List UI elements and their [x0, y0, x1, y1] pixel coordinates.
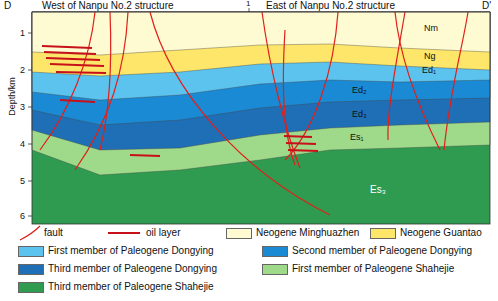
fault-line [75, 12, 128, 170]
section-label: 1 [246, 0, 250, 8]
oil-layer [46, 58, 100, 60]
oil-layers [42, 46, 318, 156]
legend-text: Third member of Paleogene Dongying [48, 264, 217, 274]
fault-line [262, 12, 300, 168]
stratum-label: Ng [424, 52, 436, 61]
stratum [32, 12, 490, 55]
strata [32, 12, 490, 224]
fault-line [285, 12, 338, 160]
legend-text: First member of Paleogene Shahejie [292, 264, 454, 274]
fault-line [100, 12, 111, 150]
faults [40, 12, 468, 215]
oil-layer [50, 64, 104, 66]
tick-label: 5 [20, 177, 25, 186]
axis-title: Depth/km [8, 77, 17, 116]
oil-layer [44, 52, 96, 54]
stratum [32, 12, 490, 175]
legend-swatch [18, 264, 44, 275]
oil-sample [108, 232, 140, 234]
tick-label: 6 [20, 212, 25, 221]
legend-swatch [18, 246, 44, 257]
stratum [32, 12, 490, 150]
legend-swatch [18, 282, 44, 293]
legend-swatch [226, 228, 252, 239]
fault-line [283, 30, 295, 165]
section-frame [32, 12, 490, 224]
legend-swatch [262, 264, 288, 275]
legend-text: Neogene Guantao [400, 228, 482, 238]
fault-line [150, 12, 330, 215]
stratum [32, 12, 490, 224]
stratum-label: Ed₂ [352, 86, 367, 95]
fault-line [444, 12, 468, 150]
stratum-label: Es₃ [370, 185, 386, 195]
stratum-label: Ed₃ [352, 110, 367, 119]
section-label: D' [482, 1, 491, 11]
legend-samples [20, 226, 140, 240]
section-label: West of Nanpu No.2 structure [42, 1, 174, 11]
fault-line [388, 12, 405, 140]
oil-layer [60, 100, 95, 102]
legend-swatch [370, 228, 396, 239]
legend-text: fault [44, 228, 63, 238]
legend-text: Third member of Paleogene Shahejie [48, 282, 214, 292]
oil-layer [130, 155, 160, 156]
section-label: D [4, 1, 11, 11]
stratum [32, 12, 490, 76]
legend-text: Second member of Paleogene Dongying [292, 246, 472, 256]
section-label: East of Nanpu No.2 structure [266, 1, 395, 11]
legend-text: Neogene Minghuazhen [256, 228, 359, 238]
tick-label: 3 [20, 103, 25, 112]
legend-text: First member of Paleogene Dongying [48, 246, 214, 256]
tick-label: 4 [20, 140, 25, 149]
stratum-label: Nm [424, 24, 438, 33]
depth-axis [28, 8, 249, 216]
fault-sample [20, 226, 40, 240]
stratum-label: Es₁ [350, 133, 364, 142]
tick-label: 2 [20, 66, 25, 75]
stratum-label: Ed₁ [422, 66, 436, 75]
legend-text: oil layer [146, 228, 180, 238]
oil-layer [286, 143, 316, 144]
oil-layer [42, 46, 92, 48]
oil-layer [284, 136, 312, 137]
fault-line [40, 12, 95, 150]
stratum [32, 12, 490, 100]
legend-swatch [262, 246, 288, 257]
tick-label: 1 [20, 29, 25, 38]
oil-layer [288, 150, 318, 151]
oil-layer [56, 72, 106, 73]
